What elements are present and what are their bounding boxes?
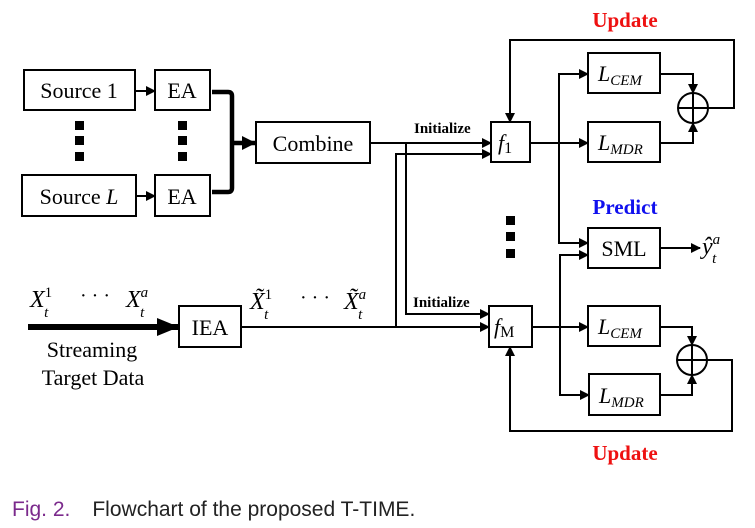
- merge-bracket: [212, 89, 235, 195]
- arrow-lcem-sum-bottom: [660, 326, 697, 346]
- loss-cem-top-block: LCEM: [587, 52, 661, 94]
- model-f1-block: f1: [490, 121, 531, 163]
- input-ellipsis: · · ·: [80, 285, 110, 307]
- sml-label: SML: [601, 236, 646, 261]
- loss-mdr-bottom-block: LMDR: [588, 373, 661, 416]
- arrow-lmdr-sum-top: [660, 122, 698, 144]
- update-loop-bottom: [505, 346, 733, 432]
- streaming-label-line1: Streaming: [47, 337, 137, 362]
- arrow-f1-lcem: [558, 69, 589, 143]
- iea-block: IEA: [178, 305, 242, 348]
- update-loop-top: [505, 39, 735, 123]
- figure-number: Fig. 2.: [12, 498, 71, 521]
- arrow-fm-lmdr: [559, 327, 590, 400]
- sum-node-top: [677, 92, 709, 124]
- loss-cem-top-label: LCEM: [597, 61, 643, 89]
- loss-cem-bottom-label: LCEM: [597, 314, 643, 342]
- sml-block: SML: [587, 227, 661, 269]
- arrow-fm-sml: [559, 250, 589, 327]
- combine-label: Combine: [273, 131, 354, 156]
- loss-cem-bottom-block: LCEM: [587, 305, 661, 347]
- streaming-label-line2: Target Data: [42, 365, 145, 390]
- update-label-top: Update: [592, 8, 657, 32]
- arrow-iea-f1: [395, 149, 492, 327]
- arrow-f1-sml: [558, 143, 589, 248]
- source-1-block: Source 1: [23, 69, 136, 111]
- update-label-bottom: Update: [592, 441, 657, 465]
- ea-l-label: EA: [167, 184, 196, 209]
- sum-node-bottom: [676, 344, 708, 376]
- arrow-combine-fm: [405, 143, 490, 319]
- arrow-lcem-sum-top: [660, 73, 698, 94]
- source-l-label: Source L: [40, 184, 119, 209]
- initialize-label-f1: Initialize: [414, 121, 471, 137]
- loss-mdr-top-block: LMDR: [587, 121, 661, 163]
- ea-block-l: EA: [154, 174, 211, 217]
- predict-label: Predict: [593, 195, 658, 219]
- ea-ellipsis-dots: [178, 121, 187, 161]
- initialize-label-fm: Initialize: [413, 295, 470, 311]
- caption-text: Flowchart of the proposed T-TIME.: [92, 498, 416, 521]
- model-fm-block: fM: [488, 305, 533, 348]
- source-l-block: Source L: [21, 174, 137, 217]
- source-ellipsis-dots: [75, 121, 84, 161]
- model-ellipsis-dots: [506, 216, 515, 258]
- loss-mdr-top-label: LMDR: [597, 130, 643, 158]
- model-f1-label: f1: [498, 130, 512, 157]
- arrow-lmdr-sum-bottom: [660, 374, 697, 396]
- ea-block-1: EA: [154, 69, 211, 111]
- source-1-label: Source 1: [40, 78, 118, 103]
- loss-mdr-bottom-label: LMDR: [598, 383, 644, 411]
- ea-1-label: EA: [167, 78, 196, 103]
- figure-caption: Fig. 2. Flowchart of the proposed T-TIME.: [12, 498, 415, 522]
- combine-block: Combine: [255, 121, 371, 164]
- iea-label: IEA: [192, 315, 229, 340]
- model-fm-label: fM: [494, 314, 514, 341]
- augmented-ellipsis: · · ·: [300, 287, 330, 309]
